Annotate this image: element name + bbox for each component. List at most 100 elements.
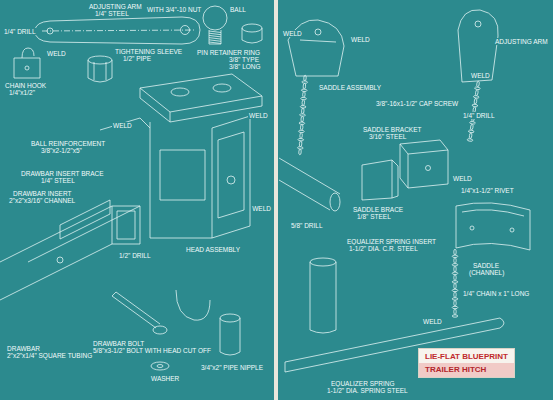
drawing-stroke [476,81,479,87]
drawing-stroke [220,318,240,355]
drawing-stroke [500,318,504,328]
part-label: WELD [282,30,303,37]
part-label: 3/4"x2" PIPE NIPPLE [200,364,264,371]
drawing-stroke [0,244,112,300]
drawing-stroke [300,40,336,42]
drawing-stroke [473,95,479,98]
drawbar-insert [60,200,110,239]
part-label: EQUALIZER SPRING [330,380,396,387]
drawing-stroke [35,17,200,44]
drawing-stroke [209,30,221,44]
drawing-stroke [14,58,40,78]
part-label: WELD [112,122,133,129]
part-label: WELD [251,205,272,212]
drawing-stroke [452,298,458,300]
drawing-stroke [88,56,112,64]
drawing-stroke [171,88,189,96]
drawing-stroke [301,108,304,114]
drawing-stroke [400,144,448,188]
drawing-stroke [299,130,305,133]
part-label: 1/2" DRILL [118,252,152,259]
part-label: SADDLE BRACKET [362,126,423,133]
drawing-stroke [218,132,244,218]
drawing-stroke [304,75,307,81]
part-label: 5/8" DRILL [290,222,324,229]
saddle-brace [362,160,398,200]
spring-insert [310,258,336,333]
saddle-assembly [288,20,344,76]
part-label: WELD [422,318,443,325]
right-sheet [278,0,553,400]
part-label: WELD [350,36,371,43]
part-label: WITH 3/4"-10 NUT [146,6,202,13]
drawing-stroke [470,121,476,124]
part-label: DRAWBAR INSERT BRACE [20,170,105,177]
drawing-stroke [242,28,262,43]
drawing-stroke [209,35,221,37]
drawing-stroke [112,292,116,296]
drawing-stroke [303,92,306,98]
drawing-stroke [475,21,481,27]
tightening-sleeve [88,56,112,82]
ball [203,6,227,44]
drawing-stroke [299,149,302,155]
drawing-stroke [213,84,231,92]
drawing-stroke [42,30,195,31]
part-label: EQUALIZER SPRING INSERT [346,238,437,245]
part-label: 1-1/2" DIA. C.R. STEEL [348,245,419,252]
saddle-channel [456,203,530,250]
pipe-nipple [176,290,240,355]
drawing-stroke [25,66,29,70]
drawing-stroke [22,48,34,58]
drawing-stroke [0,6,530,372]
drawing-stroke [299,141,302,147]
part-label: WELD [452,175,473,182]
part-label: TIGHTENING SLEEVE [114,48,183,55]
drawing-stroke [209,31,221,44]
part-label: 1/4"x1-1/2" RIVET [460,187,515,194]
drawing-stroke [400,140,448,188]
part-label: SADDLE BRACE [352,206,404,213]
drawing-stroke [310,258,336,266]
drawing-stroke [452,315,458,317]
drawing-stroke [150,122,212,238]
drawing-stroke [242,24,262,32]
drawing-stroke [454,275,456,281]
part-label: WASHER [150,375,180,382]
adjusting-arm-left [35,17,200,44]
drawing-stroke [203,6,227,30]
drawing-stroke [279,158,340,210]
drawing-stroke [469,133,472,139]
drawing-stroke [209,33,221,35]
part-label: 1/4" DRILL [3,28,37,35]
drawing-stroke [140,88,170,122]
part-label: WELD [470,72,491,79]
drawing-stroke [472,104,478,107]
part-label: 3/8" TYPE [228,56,260,63]
part-label: 3/16" STEEL [368,133,407,140]
drawing-stroke [468,130,474,133]
part-label: 3/8"-16x1-1/2" CAP SCREW [375,100,459,107]
title-box: LIE-FLAT BLUEPRINTTRAILER HITCH [418,348,515,378]
drawing-stroke [452,306,458,308]
part-label: ADJUSTING ARM [88,3,143,10]
drawing-stroke [209,42,221,44]
drawing-stroke [209,31,221,33]
spring-tube [279,158,340,211]
drawing-stroke [315,29,321,35]
part-label: DRAWBAR BOLT [92,340,145,347]
pin-retainer-ring [242,24,262,43]
part-label: 1/4" STEEL [94,10,130,17]
part-label: SADDLE [472,262,500,269]
part-label: 1/4" CHAIN x 1" LONG [462,290,530,297]
drawing-stroke [470,124,473,130]
drawing-stroke [452,272,458,274]
drawing-stroke [57,257,63,263]
part-label: 1/8" STEEL [356,213,392,220]
drawing-stroke [474,98,477,104]
drawbar-bolt [112,292,169,370]
drawing-stroke [330,193,340,211]
drawing-stroke [462,210,524,216]
